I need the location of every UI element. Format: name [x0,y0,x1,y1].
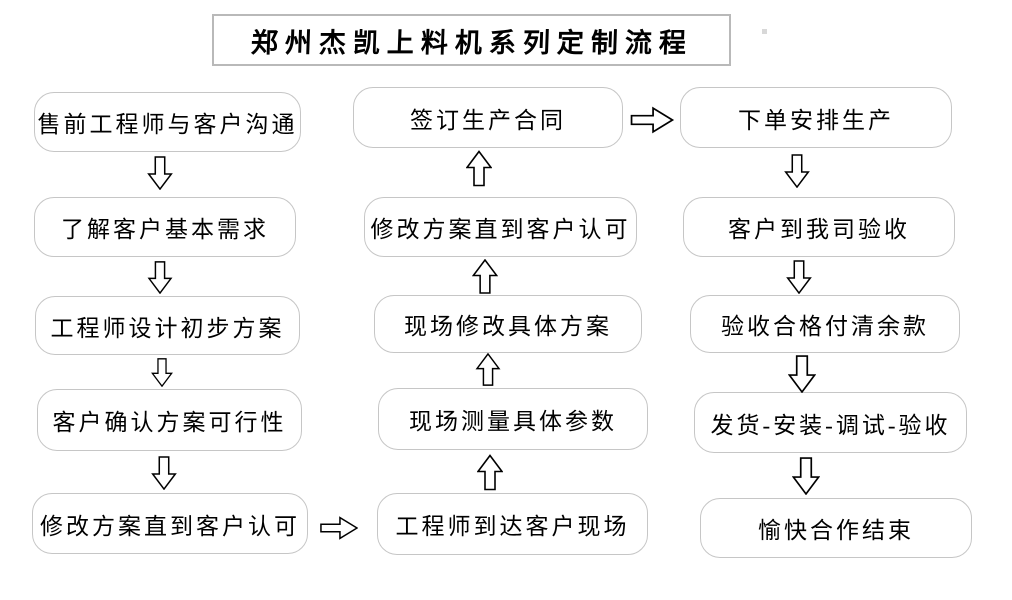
flow-step-label: 了解客户基本需求 [61,217,269,242]
step-presales-communication: 售前工程师与客户沟通 [34,92,301,152]
arrow-right-icon [625,106,679,134]
arrow-up-icon [477,454,503,491]
flow-step-label: 修改方案直到客户认可 [370,217,631,242]
flow-step-label: 工程师到达客户现场 [395,514,630,539]
arrow-down-icon [151,456,177,490]
step-revise-until-approved: 修改方案直到客户认可 [32,493,308,554]
step-sign-contract: 签订生产合同 [353,87,623,148]
step-engineer-arrives-onsite: 工程师到达客户现场 [377,493,648,555]
flow-step-label: 修改方案直到客户认可 [40,513,300,539]
arrow-up-icon [466,150,492,187]
flow-step-label: 工程师设计初步方案 [50,315,285,341]
flow-step-label: 下单安排生产 [738,107,894,133]
arrow-down-icon [788,355,816,393]
flowchart-title-box: 郑州杰凯上料机系列定制流程 [212,14,731,66]
flow-step-label: 验收合格付清余款 [721,314,929,339]
flow-step-label: 发货-安装-调试-验收 [710,412,951,438]
step-pay-remaining-balance: 验收合格付清余款 [690,295,960,353]
flow-step-label: 售前工程师与客户沟通 [37,112,298,137]
step-ship-install-debug-accept: 发货-安装-调试-验收 [694,392,967,453]
arrow-down-icon [147,261,173,294]
object-anchor-mark [762,29,767,34]
arrow-down-icon [147,156,173,190]
flow-step-label: 客户到我司验收 [728,217,910,242]
flow-step-label: 现场测量具体参数 [409,409,617,434]
arrow-up-icon [472,259,498,294]
step-understand-needs: 了解客户基本需求 [34,197,296,257]
step-place-order-production: 下单安排生产 [680,87,952,148]
flow-step-label: 愉快合作结束 [758,518,914,543]
flow-step-label: 签订生产合同 [410,107,566,133]
arrow-down-icon [784,154,810,188]
step-design-preliminary-plan: 工程师设计初步方案 [35,296,300,355]
step-cooperation-end: 愉快合作结束 [700,498,972,558]
arrow-down-icon [792,457,820,495]
arrow-down-icon [149,358,175,387]
step-measure-parameters-onsite: 现场测量具体参数 [378,388,648,450]
arrow-down-icon [786,260,812,294]
page-title: 郑州杰凯上料机系列定制流程 [249,27,693,58]
step-customer-acceptance-visit: 客户到我司验收 [683,197,955,257]
arrow-right-icon [320,515,358,541]
arrow-up-icon [475,353,501,386]
step-modify-plan-onsite: 现场修改具体方案 [374,295,642,353]
step-revise-onsite-until-approved: 修改方案直到客户认可 [364,197,637,257]
flow-step-label: 客户确认方案可行性 [52,410,287,435]
step-confirm-feasibility: 客户确认方案可行性 [37,389,302,451]
flow-step-label: 现场修改具体方案 [404,314,612,339]
